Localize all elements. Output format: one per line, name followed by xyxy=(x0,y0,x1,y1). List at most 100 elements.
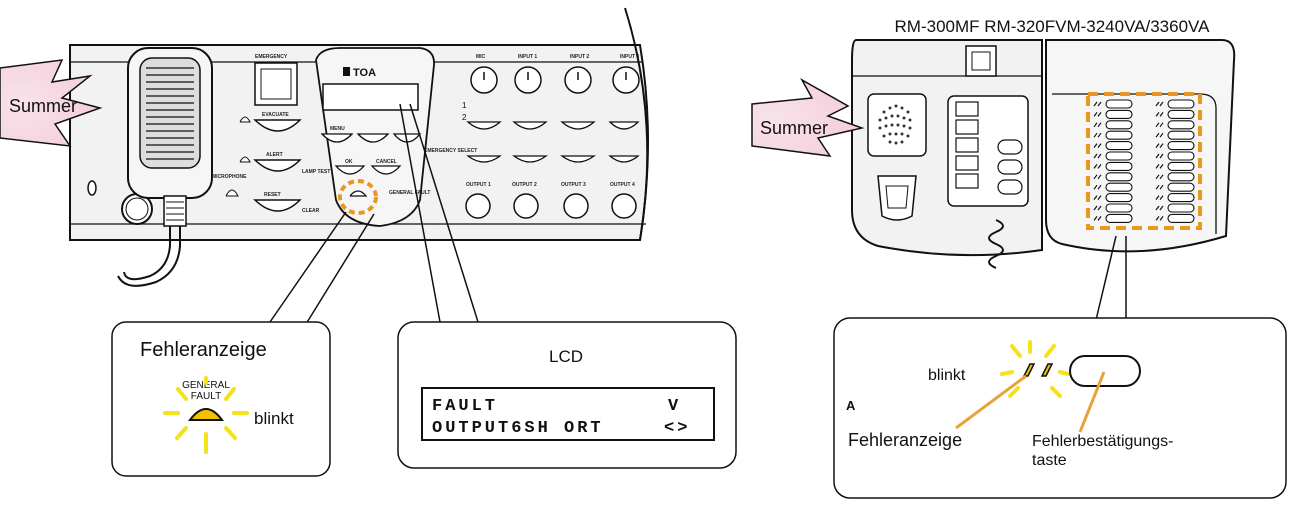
station-button xyxy=(1105,213,1133,223)
general-fault-highlight xyxy=(338,179,378,215)
station-button xyxy=(1105,120,1133,130)
lcd-line2-right: <> xyxy=(664,419,690,438)
mic-knob-label: MIC xyxy=(476,54,486,60)
output3-label: OUTPUT 3 xyxy=(561,182,586,188)
summer-buzzer-right: Summer xyxy=(751,78,865,157)
indicator-led xyxy=(1159,101,1164,107)
station-button xyxy=(1167,182,1195,192)
blink-label-left: blinkt xyxy=(254,409,294,428)
menu-label: MENU xyxy=(330,126,345,132)
knob-section: MIC INPUT 1 INPUT 2 INPUT 3 1 2 EMERGENC… xyxy=(424,54,640,219)
lamp-test-label: LAMP TEST xyxy=(302,169,330,175)
indicator-led xyxy=(1097,205,1102,211)
general-fault-small-label: GENERAL FAULT xyxy=(389,190,430,196)
indicator-led xyxy=(1159,143,1164,148)
station-button xyxy=(1167,151,1195,161)
indicator-led xyxy=(1159,153,1164,159)
evacuate-label: EVACUATE xyxy=(262,112,289,118)
output2-label: OUTPUT 2 xyxy=(512,182,537,188)
station-button xyxy=(1167,109,1195,119)
extension-panel xyxy=(1045,39,1236,253)
indicator-led xyxy=(1159,205,1164,211)
indicator-led xyxy=(1159,216,1164,221)
indicator-led xyxy=(1097,143,1102,148)
indicator-led xyxy=(1093,174,1098,180)
station-button xyxy=(1105,141,1133,151)
indicator-led xyxy=(1093,195,1098,200)
indicator-led xyxy=(1093,164,1098,169)
indicator-led xyxy=(1093,122,1098,128)
summer-label-right: Summer xyxy=(760,118,828,138)
fault-led-2 xyxy=(1040,363,1054,377)
remote-mic-device xyxy=(851,39,1043,269)
indicator-led xyxy=(1097,153,1102,159)
indicator-led xyxy=(1097,216,1102,221)
indicator-highlight-right xyxy=(1086,92,1202,230)
right-device-title: RM-300MF RM-320FVM-3240VA/3360VA xyxy=(895,17,1211,36)
station-button xyxy=(1105,203,1133,213)
lcd-line2-left: OUTPUT6SH ORT xyxy=(432,419,604,438)
ok-label: OK xyxy=(345,159,353,165)
indicator-led xyxy=(1093,153,1098,159)
summer-label-left: Summer xyxy=(9,96,77,116)
fault-led-1 xyxy=(1022,363,1036,377)
fault-callout-title: Fehleranzeige xyxy=(140,339,267,361)
lcd-display xyxy=(421,387,715,441)
indicator-led xyxy=(1155,216,1160,221)
indicator-led xyxy=(1155,122,1160,128)
leader-line-lcd xyxy=(399,103,441,323)
station-button xyxy=(1105,182,1133,192)
indicator-led xyxy=(1155,195,1160,200)
channel-2-number: 2 xyxy=(462,113,467,122)
blink-rays-right xyxy=(1000,340,1070,398)
indicator-led xyxy=(1093,132,1098,138)
ack-button-label-line2: taste xyxy=(1032,452,1067,469)
indicator-led xyxy=(1097,164,1102,169)
indicator-led xyxy=(1097,132,1102,138)
station-button xyxy=(1105,109,1133,119)
microphone-label: MICROPHONE xyxy=(212,174,247,180)
indicator-led xyxy=(1093,101,1098,107)
station-button xyxy=(1167,203,1195,213)
station-button xyxy=(1105,151,1133,161)
station-button xyxy=(1167,130,1195,140)
general-fault-lamp xyxy=(188,408,224,421)
output4-label: OUTPUT 4 xyxy=(610,182,635,188)
lcd-line1-right: V xyxy=(668,397,681,416)
indicator-led xyxy=(1159,195,1164,200)
input2-label: INPUT 2 xyxy=(570,54,589,60)
indicator-led xyxy=(1159,184,1164,190)
station-button xyxy=(1167,193,1195,203)
indicator-led xyxy=(1093,216,1098,221)
marker-a: A xyxy=(846,398,856,413)
callout-lcd: LCD FAULT V OUTPUT6SH ORT <> xyxy=(397,321,737,469)
indicator-led xyxy=(1159,174,1164,180)
summer-buzzer-left: Summer xyxy=(0,59,103,147)
indicator-led xyxy=(1159,164,1164,169)
indicator-led xyxy=(1097,195,1102,200)
emergency-panel: EMERGENCY EVACUATE ALERT RESET LAMP TEST… xyxy=(212,54,330,214)
general-label: GENERAL xyxy=(182,380,230,391)
station-button xyxy=(1167,172,1195,182)
callout-right: blinkt A Fehleranzeige Fehlerbestätigung… xyxy=(833,317,1287,499)
output1-label: OUTPUT 1 xyxy=(466,182,491,188)
lcd-screen xyxy=(322,83,419,111)
alert-label: ALERT xyxy=(266,152,283,158)
cancel-label: CANCEL xyxy=(376,159,397,165)
station-button xyxy=(1167,120,1195,130)
channel-1-number: 1 xyxy=(462,101,467,110)
station-button xyxy=(1105,172,1133,182)
indicator-led xyxy=(1097,174,1102,180)
indicator-led xyxy=(1093,112,1098,117)
blink-rays-left xyxy=(163,376,249,454)
fault-label: FAULT xyxy=(191,391,221,402)
indicator-led xyxy=(1155,132,1160,138)
station-button xyxy=(1105,130,1133,140)
indicator-led xyxy=(1097,101,1102,107)
indicator-led xyxy=(1155,174,1160,180)
indicator-label-right: Fehleranzeige xyxy=(848,430,962,450)
blink-label-right: blinkt xyxy=(928,367,966,384)
station-button xyxy=(1105,99,1133,109)
emergency-select-label: EMERGENCY SELECT xyxy=(424,148,477,154)
